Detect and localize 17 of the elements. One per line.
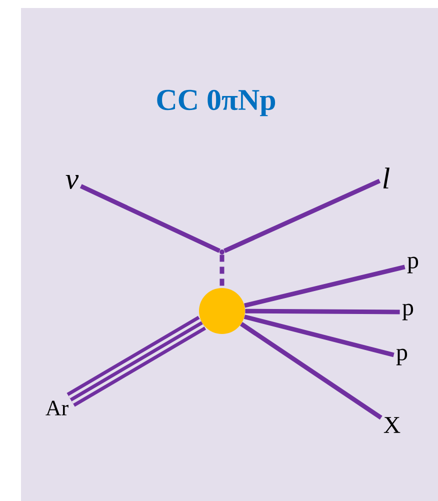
particle-line xyxy=(80,184,220,253)
particle-line xyxy=(245,308,400,314)
particle-line xyxy=(224,178,381,253)
particle-label: X xyxy=(384,417,400,433)
title: CC 0πNp xyxy=(157,90,276,116)
particle-line xyxy=(244,314,394,358)
particle-label: p xyxy=(407,256,418,274)
particle-line xyxy=(66,316,206,407)
particle-label: l xyxy=(383,168,390,188)
interaction-blob xyxy=(199,288,245,334)
particle-line xyxy=(240,322,382,420)
particle-line xyxy=(220,254,224,288)
particle-label: ν xyxy=(66,174,79,190)
particle-line xyxy=(244,264,406,308)
particle-label: p xyxy=(396,348,408,366)
particle-label: p xyxy=(402,304,414,320)
particle-label: Ar xyxy=(46,400,68,416)
